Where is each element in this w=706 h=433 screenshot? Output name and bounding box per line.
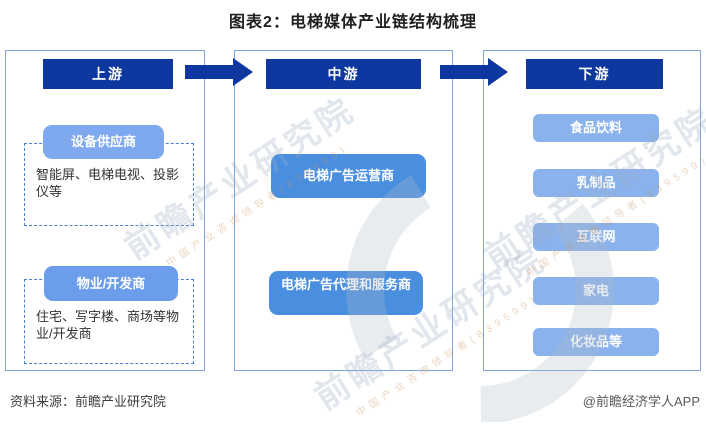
midstream-header: 中游	[266, 59, 421, 89]
property-developer-desc: 住宅、写字楼、商场等物业/开发商	[36, 309, 180, 341]
downstream-header: 下游	[526, 59, 663, 89]
dairy-box: 乳制品	[533, 169, 659, 197]
credit-note: @前瞻经济学人APP	[582, 394, 700, 409]
cosmetics-box: 化妆品等	[533, 328, 659, 356]
upstream-column: 上游 设备供应商 智能屏、电梯电视、投影仪等 物业/开发商 住宅、写字楼、商场等…	[5, 50, 205, 371]
elevator-ad-operator-box: 电梯广告运营商	[271, 154, 426, 198]
equipment-supplier-label: 设备供应商	[43, 125, 164, 159]
upstream-header: 上游	[43, 59, 173, 89]
page-title: 图表2：电梯媒体产业链结构梳理	[229, 14, 477, 31]
internet-box: 互联网	[533, 223, 659, 251]
home-appliance-box: 家电	[533, 277, 659, 305]
property-developer-label: 物业/开发商	[44, 266, 178, 301]
midstream-column: 中游 电梯广告运营商 电梯广告代理和服务商	[234, 50, 453, 371]
downstream-column: 下游 食品饮料 乳制品 互联网 家电 化妆品等	[483, 50, 701, 371]
source-note: 资料来源：前瞻产业研究院	[10, 394, 167, 409]
food-beverage-box: 食品饮料	[533, 114, 659, 142]
equipment-supplier-desc: 智能屏、电梯电视、投影仪等	[36, 167, 180, 199]
elevator-ad-agency-box: 电梯广告代理和服务商	[269, 271, 423, 315]
